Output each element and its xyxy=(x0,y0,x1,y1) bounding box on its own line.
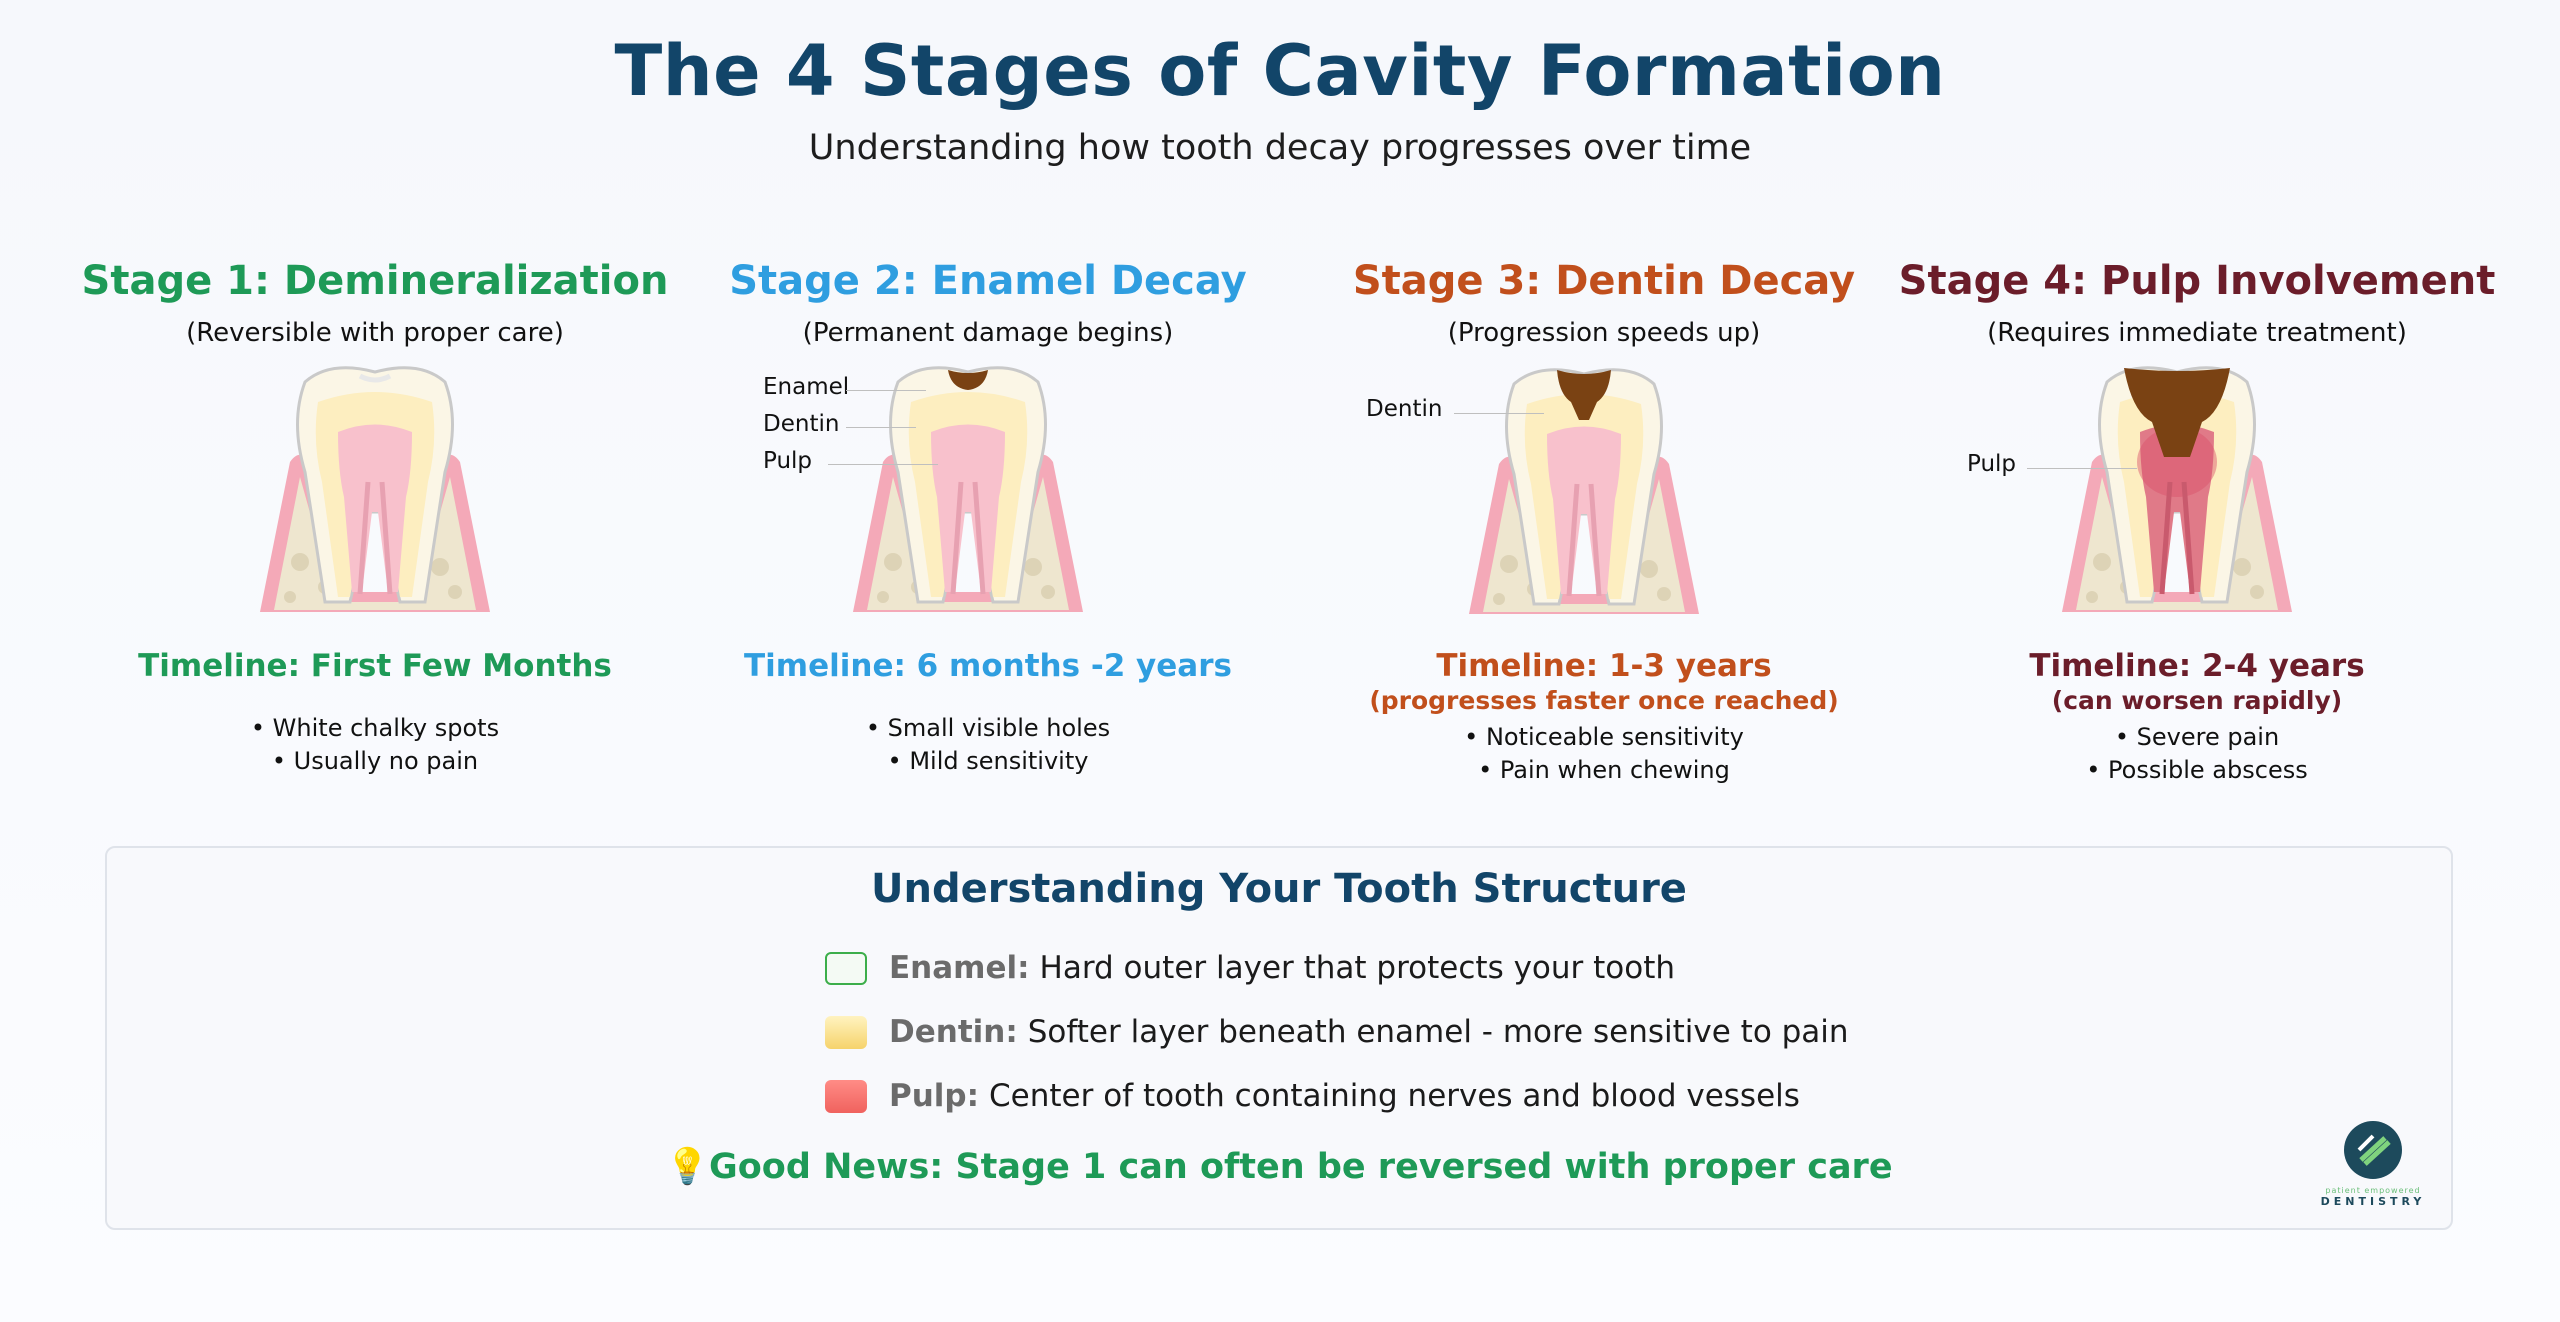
stage-4-subtitle: (Requires immediate treatment) xyxy=(1987,318,2407,348)
panel-title: Understanding Your Tooth Structure xyxy=(871,866,1687,912)
stage-1-card: Stage 1: Demineralization (Reversible wi… xyxy=(55,250,695,778)
stage-1-subtitle: (Reversible with proper care) xyxy=(186,318,564,348)
legend-pulp: Pulp: Center of tooth containing nerves … xyxy=(825,1076,1800,1116)
legend-text: Hard outer layer that protects your toot… xyxy=(1039,950,1676,986)
logo-tagline: patient empowered xyxy=(2325,1186,2421,1195)
list-item: • White chalky spots xyxy=(250,714,500,742)
list-item: • Mild sensitivity xyxy=(887,747,1089,775)
stage-2-bullets: • Small visible holes • Mild sensitivity xyxy=(668,712,1308,778)
callout-enamel: Enamel xyxy=(763,374,850,400)
dentin-swatch xyxy=(825,1015,867,1049)
legend-key: Pulp: xyxy=(889,1078,980,1114)
list-item: • Pain when chewing xyxy=(1478,756,1730,784)
stage-4-card: Stage 4: Pulp Involvement (Requires imme… xyxy=(1877,250,2517,787)
stage-2-subtitle: (Permanent damage begins) xyxy=(802,318,1174,348)
callout-dentin: Dentin xyxy=(1366,396,1443,422)
list-item: • Possible abscess xyxy=(2086,756,2308,784)
stage-1-bullets: • White chalky spots • Usually no pain xyxy=(55,712,695,778)
stage-4-tooth-illustration: Pulp xyxy=(1877,356,2517,626)
stage-3-timeline: Timeline: 1-3 years xyxy=(1436,648,1772,684)
good-news-callout: 💡Good News: Stage 1 can often be reverse… xyxy=(665,1147,1893,1187)
legend-enamel: Enamel: Hard outer layer that protects y… xyxy=(825,948,1675,988)
legend-dentin: Dentin: Softer layer beneath enamel - mo… xyxy=(825,1012,1849,1052)
stage-2-tooth-illustration: Enamel Dentin Pulp xyxy=(668,356,1308,626)
stage-3-subtitle: (Progression speeds up) xyxy=(1447,318,1761,348)
list-item: • Usually no pain xyxy=(271,747,479,775)
callout-pulp: Pulp xyxy=(763,448,813,474)
legend-key: Enamel: xyxy=(889,950,1030,986)
logo-icon xyxy=(2344,1121,2402,1179)
stage-3-card: Stage 3: Dentin Decay (Progression speed… xyxy=(1284,250,1924,787)
stage-2-card: Stage 2: Enamel Decay (Permanent damage … xyxy=(668,250,1308,778)
stage-1-title: Stage 1: Demineralization xyxy=(81,258,669,304)
logo-wordmark: DENTISTRY xyxy=(2320,1195,2426,1208)
stage-1-tooth-illustration xyxy=(55,356,695,626)
callout-line xyxy=(846,390,926,391)
list-item: • Small visible holes xyxy=(865,714,1111,742)
callout-line xyxy=(1454,413,1544,414)
list-item: • Severe pain xyxy=(2114,723,2280,751)
legend-key: Dentin: xyxy=(889,1014,1018,1050)
stage-2-timeline: Timeline: 6 months -2 years xyxy=(744,648,1232,684)
enamel-swatch xyxy=(825,951,867,985)
legend-text: Softer layer beneath enamel - more sensi… xyxy=(1027,1014,1849,1050)
callout-pulp: Pulp xyxy=(1967,451,2017,477)
page-title: The 4 Stages of Cavity Formation xyxy=(614,30,1946,112)
stage-1-timeline: Timeline: First Few Months xyxy=(138,648,612,684)
stage-3-tooth-illustration: Dentin xyxy=(1284,356,1924,626)
stage-4-bullets: • Severe pain • Possible abscess xyxy=(1877,721,2517,787)
stage-3-bullets: • Noticeable sensitivity • Pain when che… xyxy=(1284,721,1924,787)
stage-2-title: Stage 2: Enamel Decay xyxy=(729,258,1247,304)
page-subtitle: Understanding how tooth decay progresses… xyxy=(808,128,1752,168)
legend-text: Center of tooth containing nerves and bl… xyxy=(989,1078,1800,1114)
callout-dentin: Dentin xyxy=(763,411,840,437)
stage-3-title: Stage 3: Dentin Decay xyxy=(1352,258,1856,304)
tooth-structure-panel: Understanding Your Tooth Structure Ename… xyxy=(105,846,2453,1230)
callout-line xyxy=(2027,468,2137,469)
stage-4-timeline: Timeline: 2-4 years xyxy=(2029,648,2365,684)
stage-4-timeline-note: (can worsen rapidly) xyxy=(2051,686,2343,715)
callout-line xyxy=(828,464,938,465)
callout-line xyxy=(846,427,916,428)
brand-logo: patient empowered DENTISTRY xyxy=(2313,1120,2433,1210)
stage-3-timeline-note: (progresses faster once reached) xyxy=(1369,686,1839,715)
pulp-swatch xyxy=(825,1079,867,1113)
list-item: • Noticeable sensitivity xyxy=(1464,723,1744,751)
stage-4-title: Stage 4: Pulp Involvement xyxy=(1898,258,2496,304)
